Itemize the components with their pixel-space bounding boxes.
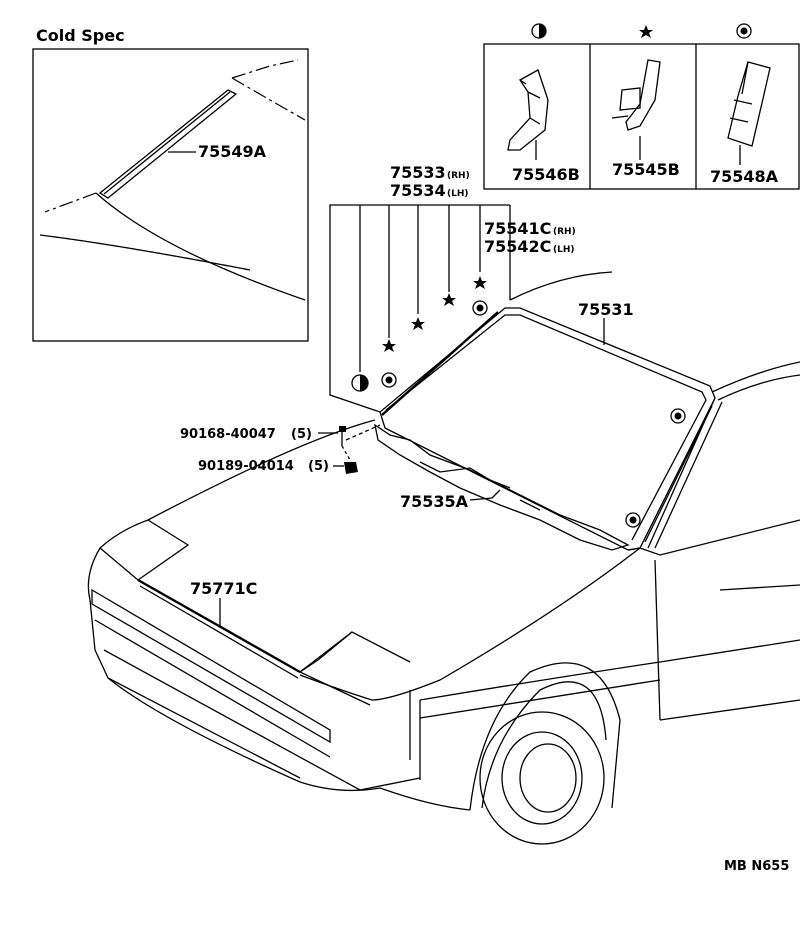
fastener-group: 90168-40047 (5) 90189-04014 (5) <box>180 424 381 474</box>
screw-icon <box>339 426 346 446</box>
variant-part-75548a: 75548A <box>710 167 779 186</box>
half-circle-marker <box>351 374 369 392</box>
label-90168-qty: (5) <box>291 427 312 442</box>
label-75534: 75534 <box>390 181 446 200</box>
label-75535a: 75535A <box>400 492 469 511</box>
half-circle-symbol <box>531 23 547 39</box>
star-marker <box>382 339 396 352</box>
bullseye-marker <box>670 408 686 424</box>
variant-part-75546b: 75546B <box>512 165 580 184</box>
cold-spec-frame <box>32 48 309 342</box>
label-75541c-side: (RH) <box>553 227 576 237</box>
label-75541c: 75541C <box>484 219 551 238</box>
label-75533: 75533 <box>390 163 446 182</box>
label-90189: 90189-04014 <box>198 459 294 474</box>
star-marker <box>473 276 487 289</box>
label-75542c: 75542C <box>484 237 551 256</box>
cold-spec-part-label: 75549A <box>198 142 267 161</box>
label-90168: 90168-40047 <box>180 427 276 442</box>
car-body <box>87 419 800 845</box>
variant-part-75545b: 75545B <box>612 160 680 179</box>
clip-75546b-drawing <box>507 69 549 160</box>
hood-molding <box>137 578 301 679</box>
label-75534-side: (LH) <box>447 189 469 199</box>
wheel <box>479 711 605 845</box>
clip-75545b-drawing <box>611 59 661 160</box>
clip-75548a-drawing <box>727 61 771 165</box>
variant-box-group: 75546B 75545B 75548A <box>483 23 800 190</box>
label-75533-side: (RH) <box>447 171 470 181</box>
label-75531: 75531 <box>578 300 634 319</box>
diagram-code: MB N655 <box>724 859 789 874</box>
label-75542c-side: (LH) <box>553 245 575 255</box>
bullseye-marker <box>472 300 488 316</box>
bullseye-symbol <box>736 23 752 39</box>
label-75771c: 75771C <box>190 579 257 598</box>
cold-spec-molding <box>98 89 238 199</box>
cold-spec-inset: Cold Spec 75549A <box>32 26 309 342</box>
cold-spec-title: Cold Spec <box>36 26 125 45</box>
star-marker <box>411 317 425 330</box>
callout-top-group: 75533 (RH) 75534 (LH) 75541C (RH) 75542C… <box>329 163 576 413</box>
star-symbol <box>639 25 653 38</box>
clip-nut-icon <box>344 462 358 474</box>
bullseye-marker <box>381 372 397 388</box>
windshield-assembly <box>374 271 800 551</box>
bullseye-marker <box>625 512 641 528</box>
star-marker <box>442 293 456 306</box>
label-90189-qty: (5) <box>308 459 329 474</box>
